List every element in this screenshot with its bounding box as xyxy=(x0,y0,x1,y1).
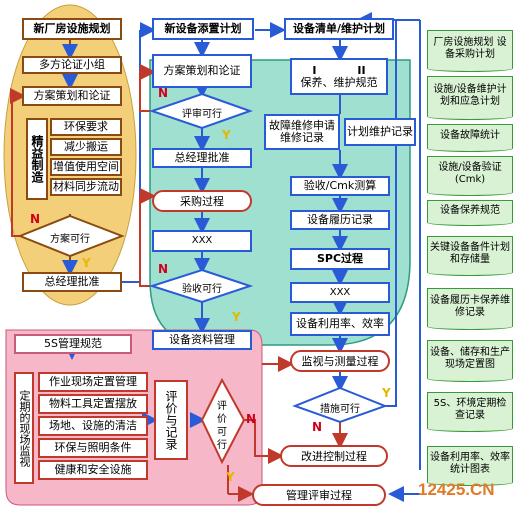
col2-review-text: 评审可行 xyxy=(182,109,222,120)
5s-item-4: 环保与照明条件 xyxy=(38,438,148,458)
col3-y-label: Y xyxy=(382,386,391,400)
bottom-y-label: Y xyxy=(226,470,235,484)
col1-plan-box: 方案策划和论证 xyxy=(22,86,122,106)
col3-xxx-box: XXX xyxy=(290,282,390,303)
col2-accept-text: 验收可行 xyxy=(182,284,222,295)
cmk-box: 验收/Cmk测算 xyxy=(290,176,390,196)
5s-item-3: 场地、设施的清洁 xyxy=(38,416,148,436)
history-box: 设备履历记录 xyxy=(290,210,390,230)
eval-decision-text: 评价可行 xyxy=(217,401,227,451)
maintenance-spec-label: 保养、维护规范 xyxy=(300,75,378,89)
lean-label: 精益制造 xyxy=(26,118,48,200)
planned-maint-box: 计划维护记录 xyxy=(344,118,416,146)
mgmt-review-process: 管理评审过程 xyxy=(252,484,386,506)
lean-item-4: 材料同步流动 xyxy=(50,178,122,196)
col2-n-label-2: N xyxy=(158,262,169,276)
col1-decision-text: 方案可行 xyxy=(50,234,90,245)
maintenance-spec-box: I II 保养、维护规范 xyxy=(290,58,388,95)
col1-team-box: 多方论证小组 xyxy=(22,56,122,74)
equipment-doc-manage: 设备资料管理 xyxy=(152,330,252,350)
doc-8: 设备、储存和生产现场定置图 xyxy=(427,340,513,382)
utilization-box: 设备利用率、效率 xyxy=(290,312,390,336)
roman-1: I xyxy=(312,63,317,77)
col2-approve-box: 总经理批准 xyxy=(152,148,252,168)
col1-y-label: Y xyxy=(82,256,91,270)
col2-plan-box: 方案策划和论证 xyxy=(152,54,252,88)
roman-2: II xyxy=(357,63,366,77)
purchase-process: 采购过程 xyxy=(152,190,252,212)
lean-item-3: 增值使用空间 xyxy=(50,158,122,176)
doc-6: 关键设备备件计划和存储量 xyxy=(427,236,513,276)
bottom-n-label: N xyxy=(246,412,257,426)
col1-approve-box: 总经理批准 xyxy=(22,272,122,292)
5s-item-2: 物料工具定置摆放 xyxy=(38,394,148,414)
lean-item-2: 减少搬运 xyxy=(50,138,122,156)
repair-record-box: 故障维修申请维修记录 xyxy=(264,114,340,150)
measure-decision-text: 措施可行 xyxy=(320,404,360,415)
eval-record-box: 评价与记录 xyxy=(154,380,188,460)
col2-title: 新设备添置计划 xyxy=(152,18,254,40)
roman-row: I II xyxy=(292,63,386,77)
col2-y-label-2: Y xyxy=(232,310,241,324)
doc-1: 厂房设施规划 设备采购计划 xyxy=(427,30,513,72)
doc-4: 设施/设备验证(Cmk) xyxy=(427,156,513,196)
doc-2: 设施/设备维护计划和应急计划 xyxy=(427,76,513,120)
col1-title: 新厂房设施规划 xyxy=(22,18,122,40)
col2-y-label-1: Y xyxy=(222,128,231,142)
doc-5: 设备保养规范 xyxy=(427,200,513,226)
doc-7: 设备履历卡保养维修记录 xyxy=(427,288,513,330)
spc-box: SPC过程 xyxy=(290,248,390,270)
5s-title-box: 5S管理规范 xyxy=(14,334,132,354)
improve-process: 改进控制过程 xyxy=(280,445,388,467)
lean-item-1: 环保要求 xyxy=(50,118,122,136)
col1-n-label: N xyxy=(30,212,41,226)
5s-item-1: 作业现场定置管理 xyxy=(38,372,148,392)
col2-n-label-1: N xyxy=(158,86,169,100)
doc-10: 设备利用率、效率统计图表 xyxy=(427,446,513,486)
watermark: 12425.CN xyxy=(418,480,495,499)
5s-item-5: 健康和安全设施 xyxy=(38,460,148,480)
doc-3: 设备故障统计 xyxy=(427,124,513,152)
col3-title: 设备清单/维护计划 xyxy=(284,18,394,40)
monitor-process: 监视与测量过程 xyxy=(290,350,390,372)
col3-n-label: N xyxy=(312,420,323,434)
site-monitor-label: 定期的现场监视 xyxy=(14,372,34,484)
doc-9: 5S、环境定期检查记录 xyxy=(427,392,513,432)
col2-xxx-box: XXX xyxy=(152,230,252,252)
